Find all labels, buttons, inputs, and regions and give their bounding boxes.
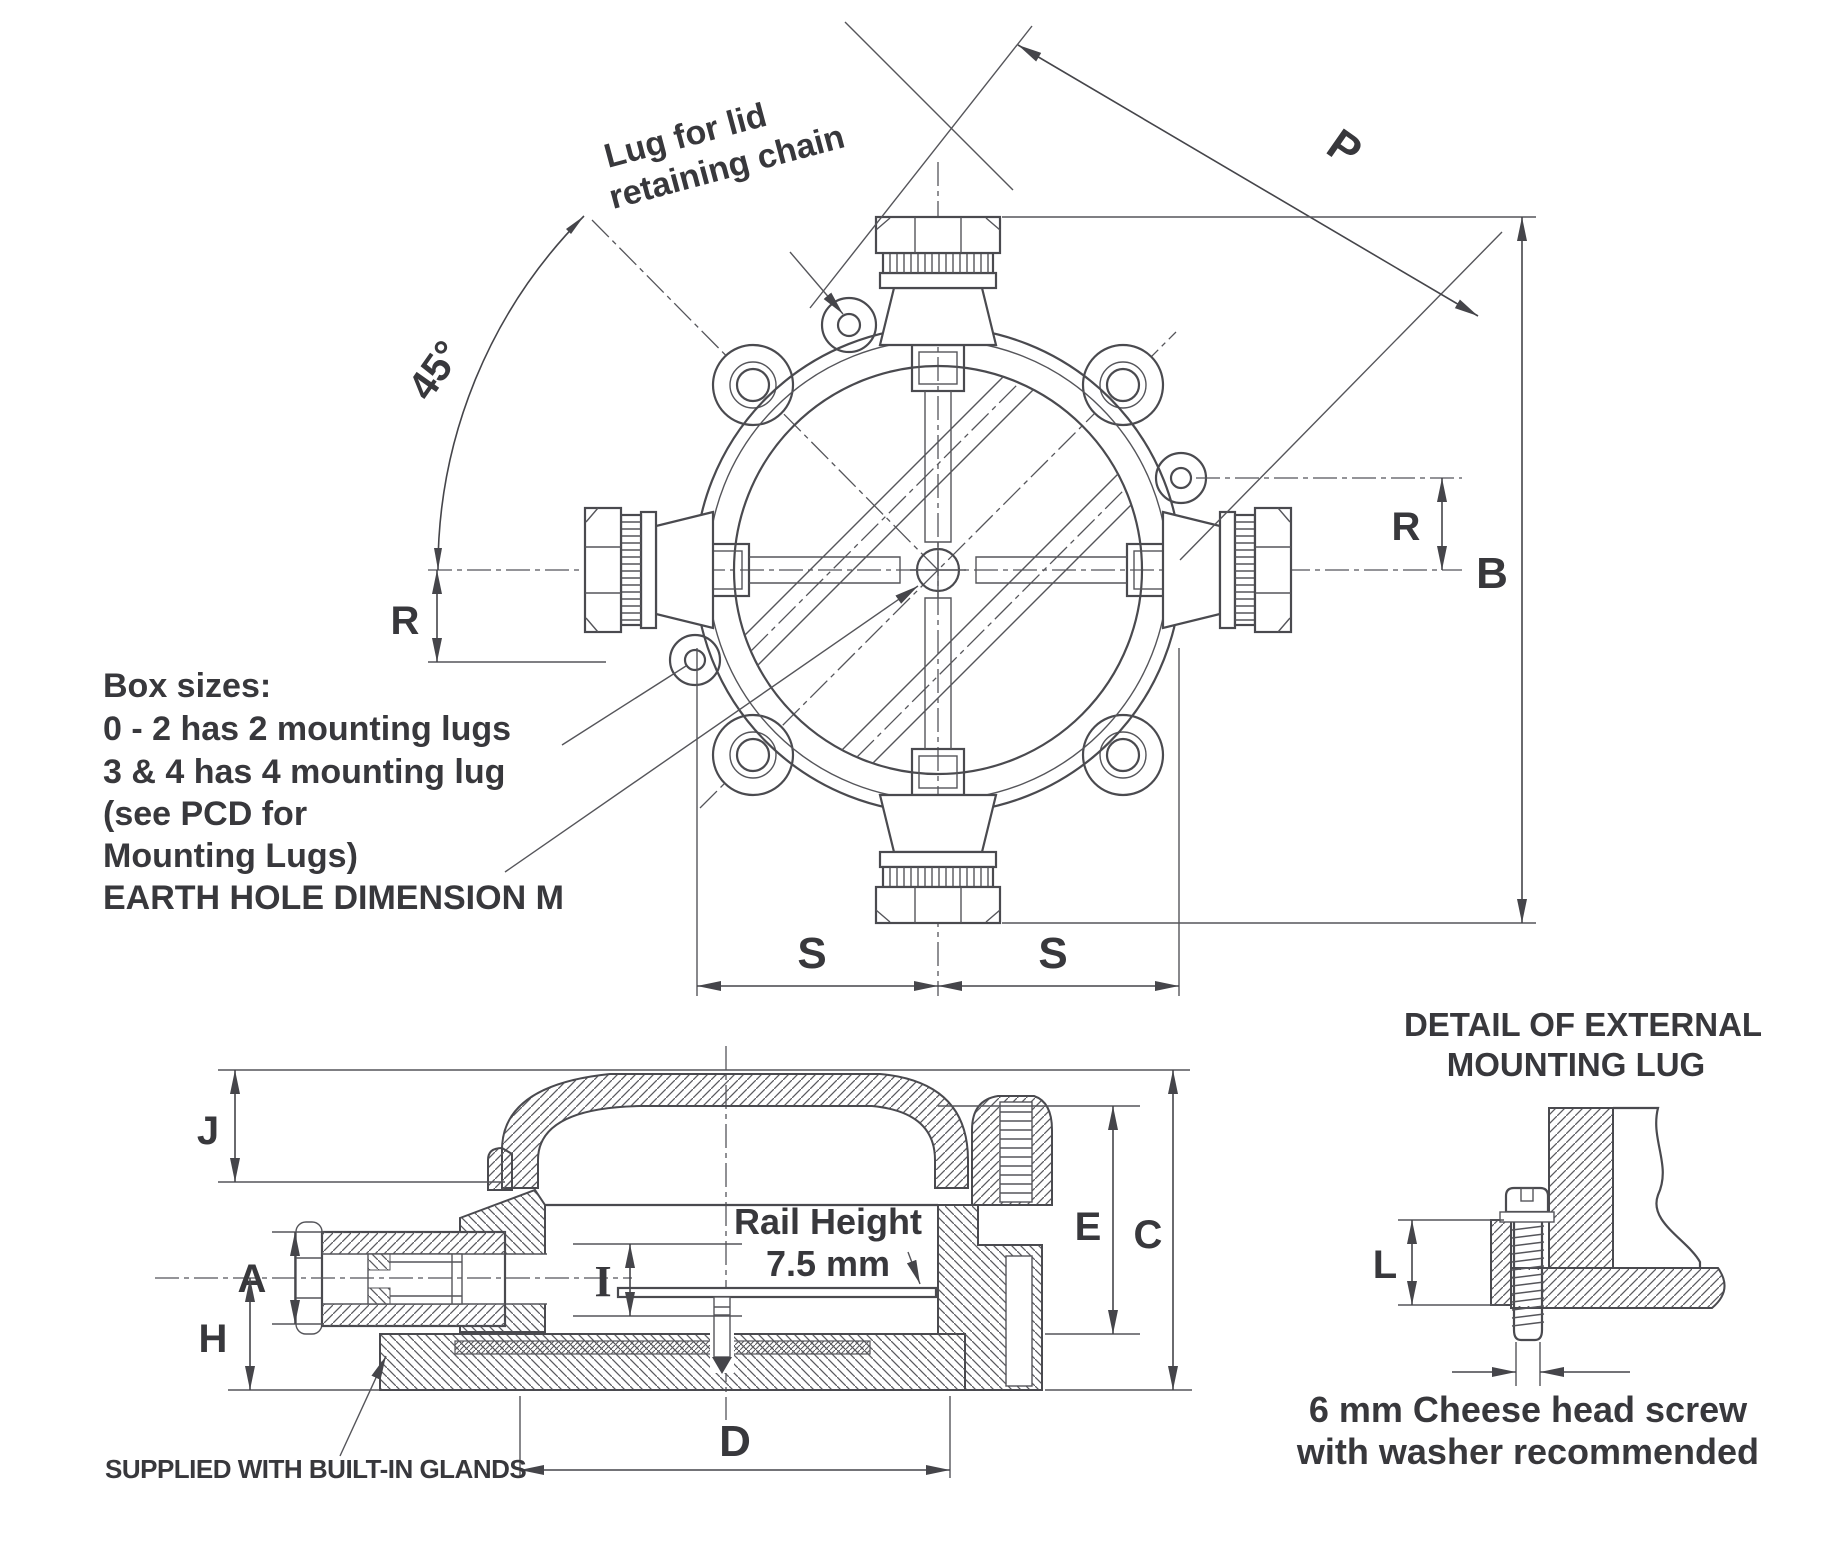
detail-caption-line1: 6 mm Cheese head screw <box>1309 1389 1748 1430</box>
detail-screw <box>1499 1186 1555 1342</box>
angle-label: 45° <box>400 333 471 408</box>
box-inner-wall <box>732 364 1144 776</box>
lid-left-ear <box>487 1146 513 1191</box>
c-label: C <box>1134 1213 1163 1257</box>
r-dimension-right: R <box>1196 477 1462 570</box>
p-label: P <box>1318 120 1370 177</box>
rail <box>616 1286 938 1299</box>
lug-leader-line <box>561 665 687 746</box>
l-label: L <box>1373 1243 1397 1287</box>
detail-base <box>1510 1267 1726 1309</box>
detail-title-line1: DETAIL OF EXTERNAL <box>1404 1006 1762 1043</box>
rail-height-callout: Rail Height 7.5 mm <box>734 1201 922 1285</box>
e-label: E <box>1075 1205 1102 1249</box>
a-label: A <box>238 1257 267 1301</box>
earth-hole-note: EARTH HOLE DIMENSION M <box>103 879 564 917</box>
rail-height-line2: 7.5 mm <box>766 1243 890 1284</box>
top-view: 45° P Lug for lid retaining chain B <box>391 21 1536 996</box>
d-dimension: D <box>519 1396 951 1478</box>
angle-dimension: 45° <box>400 215 585 571</box>
glands-note-label: SUPPLIED WITH BUILT-IN GLANDS <box>105 1454 526 1484</box>
notes-line1: 0 - 2 has 2 mounting lugs <box>103 710 511 748</box>
detail-wall <box>1548 1107 1614 1269</box>
notes-line3: (see PCD for <box>103 795 307 833</box>
gland-assembly <box>295 1221 507 1335</box>
detail-caption-line2: with washer recommended <box>1296 1431 1759 1472</box>
l-dimension: L <box>1373 1219 1506 1306</box>
h-label: H <box>199 1317 228 1361</box>
r-dimension-left: R <box>391 570 606 663</box>
b-label: B <box>1476 549 1508 598</box>
earth-hole-leader <box>504 585 919 873</box>
rail-height-line1: Rail Height <box>734 1201 922 1242</box>
lug-tab <box>1490 1219 1512 1306</box>
conduit-bottom <box>874 793 1002 925</box>
rail-screw <box>713 1296 731 1358</box>
c-dimension: C <box>1045 1070 1192 1391</box>
i-dimension: I <box>573 1243 742 1317</box>
s-left-label: S <box>797 929 826 978</box>
bottom-plate <box>454 1340 871 1355</box>
interior-rails <box>744 376 1132 764</box>
screw-diameter-dimension <box>1452 1342 1630 1386</box>
notes-title: Box sizes: <box>103 667 271 705</box>
detail-title-line2: MOUNTING LUG <box>1447 1046 1705 1083</box>
conduit-right <box>1161 506 1293 634</box>
i-label: I <box>594 1257 611 1306</box>
detail-torn-edge <box>1613 1106 1702 1268</box>
detail-view: DETAIL OF EXTERNAL MOUNTING LUG L <box>1296 1006 1762 1472</box>
lid-section <box>501 1073 969 1189</box>
lug-bolt-slot <box>1005 1255 1033 1387</box>
s-dimensions: S S <box>696 648 1180 996</box>
e-dimension: E <box>938 1105 1140 1335</box>
d-label: D <box>719 1417 751 1466</box>
s-right-label: S <box>1038 929 1067 978</box>
conduit-top <box>874 215 1002 347</box>
j-label: J <box>197 1109 219 1153</box>
conduit-left <box>583 506 715 634</box>
h-dimension: H <box>199 1278 380 1391</box>
notes-block: Box sizes: 0 - 2 has 2 mounting lugs 3 &… <box>103 585 919 917</box>
j-dimension: J <box>197 1070 505 1183</box>
chain-lug-callout: Lug for lid retaining chain <box>600 96 848 315</box>
notes-line2: 3 & 4 has 4 mounting lug <box>103 753 505 791</box>
r-right-label: R <box>1392 505 1421 549</box>
b-dimension: B <box>1002 216 1536 924</box>
side-view: J A H I E C <box>105 1046 1192 1484</box>
notes-line4: Mounting Lugs) <box>103 837 358 875</box>
lid-screw <box>999 1101 1033 1203</box>
mounting-lugs <box>711 343 1165 797</box>
glands-note: SUPPLIED WITH BUILT-IN GLANDS <box>105 1355 527 1484</box>
r-left-label: R <box>391 599 420 643</box>
